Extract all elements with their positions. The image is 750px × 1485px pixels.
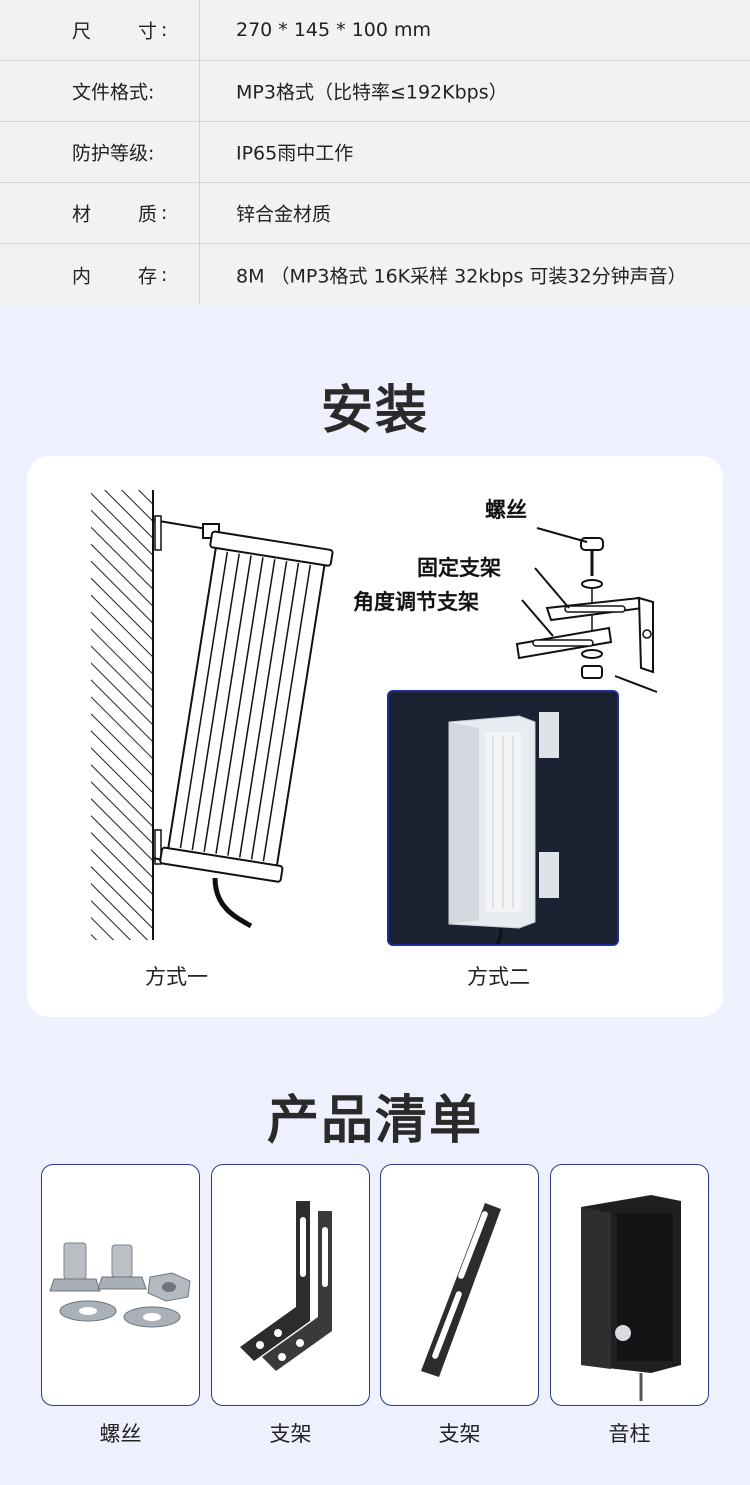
spec-label-char: 尺 [72,20,92,43]
spec-row-material: 材 质 : 锌合金材质 [0,183,750,244]
spec-label: 防护等级: [0,122,200,182]
spec-label-char: 质 [138,203,158,226]
flat-bracket-icon [421,1203,501,1377]
product-card-screw [41,1164,200,1406]
spec-value: 8M （MP3格式 16K采样 32kbps 可装32分钟声音） [236,265,687,287]
spec-row-protection: 防护等级: IP65雨中工作 [0,122,750,183]
label-screw: 螺丝 [485,498,527,522]
spec-label-colon: : [161,263,168,286]
product-card-speaker [550,1164,709,1406]
screw-set-icon [49,1242,191,1328]
spec-label-char: 内 [72,265,92,287]
spec-value: 锌合金材质 [236,203,332,226]
spec-label-char: 材 [72,203,92,226]
bracket-exploded-diagram [515,527,658,693]
product-caption: 螺丝 [99,1422,142,1446]
label-fixed-bracket: 固定支架 [417,556,501,580]
install-card: 螺丝 固定支架 角度调节支架 方式一 方式二 [27,456,723,1017]
spec-label-colon: : [161,202,168,224]
spec-table: 尺 寸 : 270 * 145 * 100 mm 文件格式: MP3格式（比特率… [0,0,750,306]
spec-label: 材 质 : [0,183,200,243]
label-angle-bracket: 角度调节支架 [353,590,479,614]
spec-label: 尺 寸 : [0,0,200,60]
installed-speaker-photo [387,690,619,946]
spec-label-char: 存 [138,265,158,287]
spec-row-memory: 内 存 : 8M （MP3格式 16K采样 32kbps 可装32分钟声音） [0,244,750,305]
spec-label-text: 文件格式: [72,81,155,104]
method-two-caption: 方式二 [467,965,530,989]
spec-label: 内 存 : [0,244,200,305]
product-card-flat-bracket [380,1164,539,1406]
method-one-caption: 方式一 [145,965,208,989]
wall-mount-diagram [91,490,334,940]
product-caption: 支架 [269,1422,312,1446]
product-list-title: 产品清单 [266,1091,483,1151]
spec-row-size: 尺 寸 : 270 * 145 * 100 mm [0,0,750,61]
spec-value: IP65雨中工作 [236,142,354,165]
spec-label-text: 防护等级: [72,142,155,165]
install-title: 安装 [320,381,429,441]
product-card-l-bracket [211,1164,370,1406]
spec-value: 270 * 145 * 100 mm [236,19,432,41]
product-caption: 支架 [438,1422,481,1446]
product-caption: 音柱 [608,1422,651,1446]
column-speaker-icon [581,1195,681,1401]
spec-label-char: 寸 [138,20,158,43]
l-bracket-icon [240,1201,332,1371]
spec-value: MP3格式（比特率≤192Kbps） [236,81,508,104]
spec-label-colon: : [161,19,168,41]
spec-label: 文件格式: [0,61,200,121]
spec-row-file-format: 文件格式: MP3格式（比特率≤192Kbps） [0,61,750,122]
